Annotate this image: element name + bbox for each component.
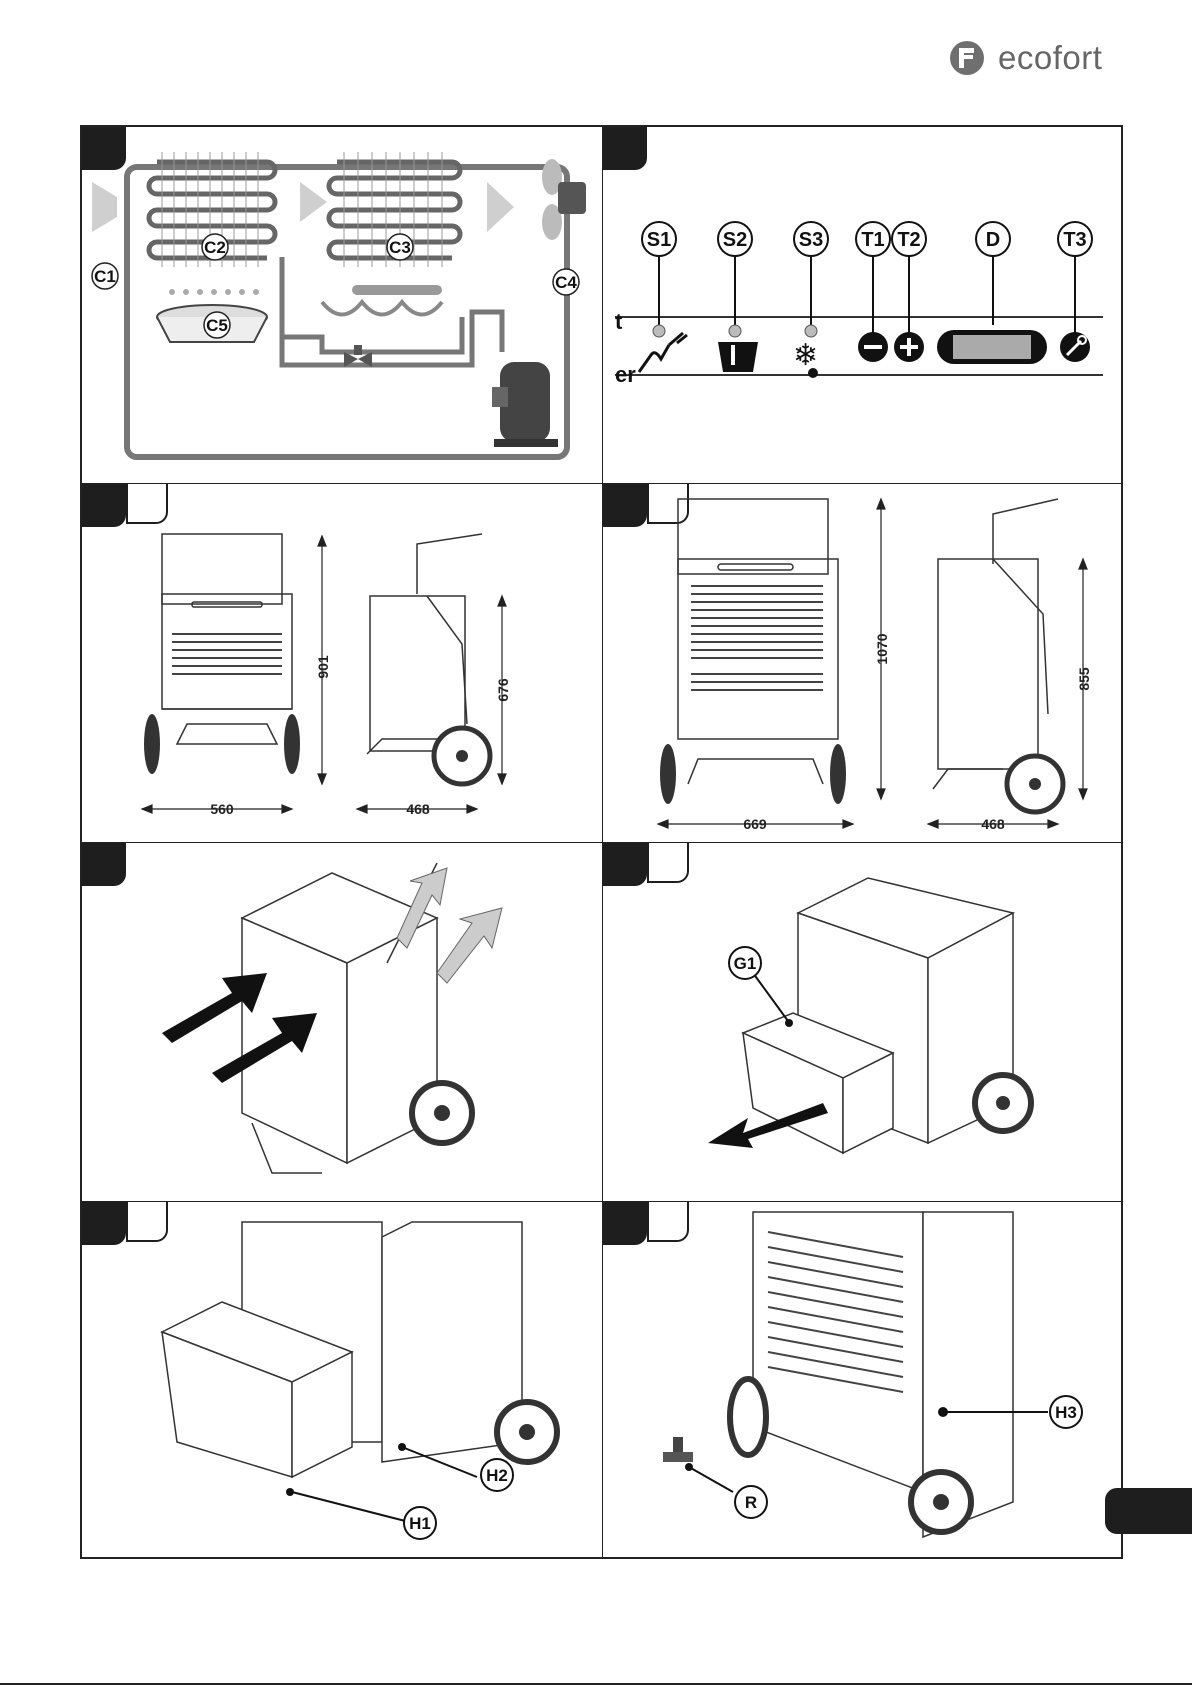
panel-large-unit-dimensions: 1070 855 669 468: [602, 483, 1122, 843]
small-unit-front-grille: [172, 634, 282, 674]
wheel-icon: [975, 1075, 1031, 1131]
figure-grid: C1 C2 C3 C4 C5 t er: [80, 125, 1123, 1559]
defrost-icon: ❄: [793, 339, 818, 378]
callout-t3: T3: [1058, 222, 1092, 256]
large-unit-front-grille: [691, 586, 823, 690]
svg-text:H1: H1: [409, 1514, 431, 1533]
drain-small-drawing: H1 H2: [82, 1202, 603, 1558]
svg-text:C2: C2: [204, 238, 226, 257]
dim-width: 669: [743, 816, 767, 832]
small-unit-drawing: 901 676 560 468: [82, 484, 603, 843]
callout-c4: C4: [553, 269, 579, 295]
svg-text:T3: T3: [1063, 229, 1086, 251]
large-unit-drawing: 1070 855 669 468: [603, 484, 1122, 843]
callout-g1: G1: [729, 947, 761, 979]
svg-text:C5: C5: [206, 316, 228, 335]
svg-text:G1: G1: [734, 954, 757, 973]
dim-depth: 468: [406, 801, 430, 817]
callout-h3: H3: [1050, 1396, 1082, 1428]
compressor-icon: [492, 362, 558, 447]
callout-s2: S2: [718, 222, 752, 256]
wrench-icon: [1060, 332, 1090, 362]
callout-d: D: [976, 222, 1010, 256]
logo-icon: [950, 41, 984, 75]
panel-tank-removal: G1: [602, 842, 1122, 1202]
svg-text:S3: S3: [799, 229, 823, 251]
control-panel-diagram: t er ❄: [603, 127, 1122, 484]
power-led: [653, 325, 665, 337]
dim-height: 1070: [874, 633, 890, 664]
svg-text:R: R: [745, 1493, 757, 1512]
callout-c2: C2: [202, 234, 228, 260]
callout-t2: T2: [892, 222, 926, 256]
svg-text:H2: H2: [486, 1466, 508, 1485]
panel-refrigeration-circuit: C1 C2 C3 C4 C5: [81, 126, 603, 484]
panel-drain-large-unit: H3 R: [602, 1201, 1122, 1558]
plug-icon: [639, 333, 687, 372]
page-number-tab: [1105, 1488, 1192, 1534]
condensate-droplets: [169, 289, 259, 295]
airflow-drawing: [82, 843, 603, 1202]
svg-text:C3: C3: [389, 238, 411, 257]
airflow-arrow-icon: [92, 182, 117, 232]
callout-t1: T1: [856, 222, 890, 256]
brand-logo: ecofort: [950, 38, 1102, 78]
callout-s3: S3: [794, 222, 828, 256]
minus-icon: [858, 332, 888, 362]
dim-depth: 468: [981, 816, 1005, 832]
panel-small-unit-dimensions: 901 676 560 468: [81, 483, 603, 843]
airflow-arrow-icon: [300, 182, 327, 222]
dim-width: 560: [210, 801, 234, 817]
svg-text:S1: S1: [647, 229, 671, 251]
panel-drain-small-unit: H1 H2: [81, 1201, 603, 1558]
wheel-icon: [497, 1402, 557, 1462]
svg-text:T2: T2: [897, 229, 920, 251]
svg-text:T1: T1: [861, 229, 884, 251]
callout-r: R: [735, 1486, 767, 1518]
dim-depth-height: 855: [1076, 667, 1092, 691]
callout-h2: H2: [481, 1459, 513, 1491]
dim-height: 901: [315, 655, 331, 679]
drain-large-drawing: H3 R: [603, 1202, 1122, 1558]
tank-removal-drawing: G1: [603, 843, 1122, 1202]
svg-text:❄: ❄: [793, 339, 818, 372]
svg-text:H3: H3: [1055, 1403, 1077, 1422]
display-window: [937, 330, 1047, 364]
svg-text:D: D: [986, 229, 1000, 251]
defrost-led: [805, 325, 817, 337]
panel-control-panel: t er ❄: [602, 126, 1122, 484]
callout-c5: C5: [204, 312, 230, 338]
refrigeration-diagram: C1 C2 C3 C4 C5: [82, 127, 603, 484]
airflow-arrow-icon: [487, 182, 514, 232]
tank-full-led: [729, 325, 741, 337]
wheel-icon: [412, 1083, 472, 1143]
tank-icon: [718, 342, 758, 372]
svg-text:C4: C4: [555, 273, 577, 292]
wheel-icon: [660, 744, 1063, 812]
plus-icon: [894, 332, 924, 362]
callout-c3: C3: [387, 234, 413, 260]
dim-depth-height: 676: [495, 678, 511, 702]
callout-c1: C1: [92, 263, 118, 289]
callout-s1: S1: [642, 222, 676, 256]
svg-text:t: t: [615, 309, 623, 334]
svg-text:C1: C1: [94, 267, 116, 286]
callout-h1: H1: [404, 1507, 436, 1539]
brand-name: ecofort: [998, 39, 1102, 77]
panel-airflow: [81, 842, 603, 1202]
svg-text:er: er: [615, 362, 636, 387]
drain-fitting-icon: [663, 1437, 693, 1462]
svg-text:S2: S2: [723, 229, 747, 251]
